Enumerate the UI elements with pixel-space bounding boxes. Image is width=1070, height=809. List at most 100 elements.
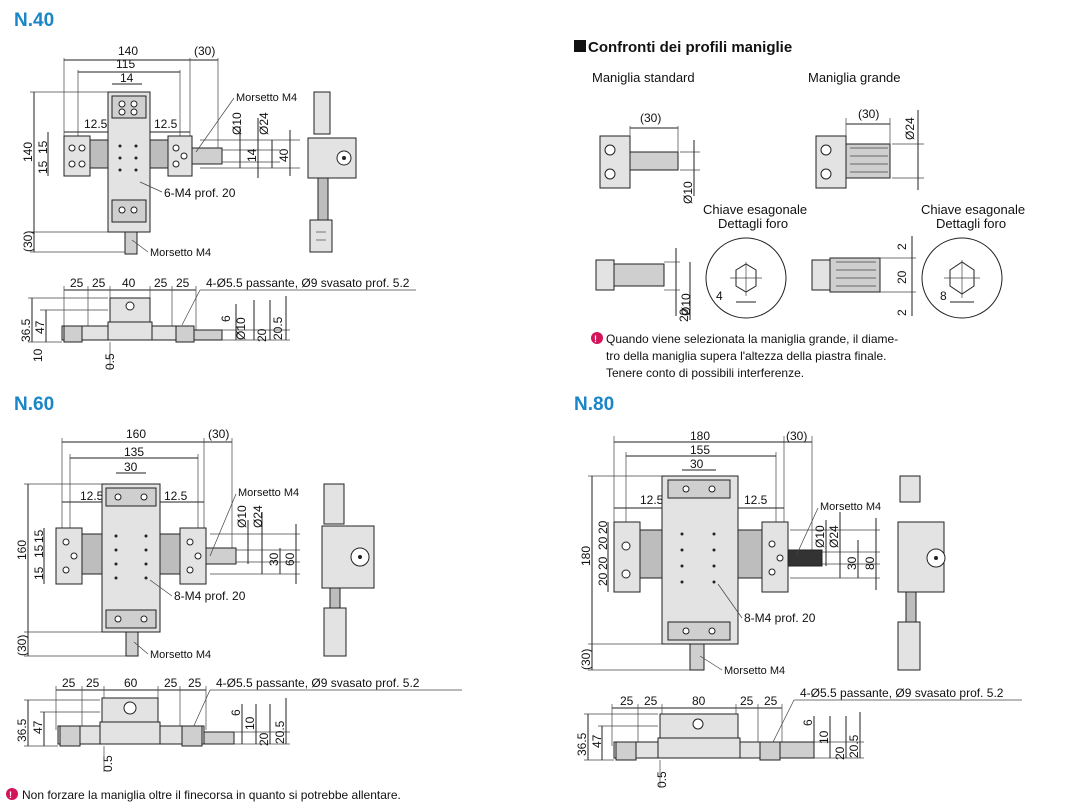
n60-dim-15a: 15 <box>32 566 46 580</box>
n60-front-20-5: 20.5 <box>273 720 287 744</box>
n60-dim-30-vert: (30) <box>15 635 29 656</box>
n40-dim-115: 115 <box>116 57 135 71</box>
n60-dim-30v: 30 <box>267 552 281 566</box>
std-dim-30: (30) <box>640 111 661 125</box>
n80-front-25c: 25 <box>740 694 754 708</box>
n80-front-10: 10 <box>817 730 831 744</box>
n40-front-20: 20 <box>255 328 269 342</box>
n80-dim-20c: 20 <box>596 536 610 550</box>
n60-dim-135: 135 <box>124 445 144 459</box>
n40-front-6: 6 <box>219 315 233 322</box>
n80-dim-12-5-left: 12.5 <box>640 493 664 507</box>
n60-front-25b: 25 <box>86 676 100 690</box>
n80-front-25b: 25 <box>644 694 658 708</box>
n80-dim-30b: 30 <box>690 457 704 471</box>
grd-end-2b: 2 <box>895 309 909 316</box>
n40-dim-phi10: Ø10 <box>230 112 244 135</box>
footer-note: Non forzare la maniglia oltre il finecor… <box>22 788 401 802</box>
grd-end-20: 20 <box>895 270 909 284</box>
n60-dim-160-vert: 160 <box>15 540 29 560</box>
n80-front-20: 20 <box>833 746 847 760</box>
n80-dim-phi10: Ø10 <box>813 525 827 548</box>
n60-dim-phi10: Ø10 <box>235 505 249 528</box>
n60-front-47: 47 <box>31 720 45 734</box>
n40-front-25d: 25 <box>176 276 190 290</box>
n40-dim-phi24: Ø24 <box>257 112 271 135</box>
n40-front-20-5: 20.5 <box>271 316 285 340</box>
n60-front-20: 20 <box>257 732 271 746</box>
std-end-20: 20 <box>677 308 691 322</box>
warning-line-1: Quando viene selezionata la maniglia gra… <box>606 332 898 346</box>
n80-dim-180: 180 <box>690 429 710 443</box>
standard-handle-label: Maniglia standard <box>592 70 695 85</box>
n80-morsetto-top: Morsetto M4 <box>820 501 881 513</box>
n80-front-holes: 4-Ø5.5 passante, Ø9 svasato prof. 5.2 <box>800 686 1004 700</box>
n60-dim-30: (30) <box>208 427 229 441</box>
n80-front-80: 80 <box>692 694 706 708</box>
n40-dim-15b: 15 <box>36 140 50 154</box>
warning-line-3: Tenere conto di possibili interferenze. <box>606 366 804 380</box>
n80-dim-20b: 20 <box>596 556 610 570</box>
n40-front-36-5: 36.5 <box>19 318 33 342</box>
warning-line-2: tro della maniglia supera l'altezza dell… <box>606 349 886 363</box>
grd-dim-phi24: Ø24 <box>903 117 917 140</box>
n40-dim-40: 40 <box>277 148 291 162</box>
section-title-n80: N.80 <box>574 394 614 415</box>
n80-dim-30: (30) <box>786 429 807 443</box>
n40-front-10: 10 <box>31 348 45 362</box>
section-title-n60: N.60 <box>14 394 54 415</box>
footer-warning-icon <box>6 788 18 800</box>
n40-dim-14-vert: 14 <box>245 148 259 162</box>
n60-front-60: 60 <box>124 676 138 690</box>
n60-front-view: 25 25 60 25 25 4-Ø5.5 passante, Ø9 svasa… <box>15 676 462 772</box>
n80-dim-phi24: Ø24 <box>827 525 841 548</box>
section-title-n40: N.40 <box>14 10 54 31</box>
n40-dim-12-5-right: 12.5 <box>154 117 178 131</box>
svg-text:!: ! <box>594 334 597 344</box>
n60-front-6: 6 <box>229 709 243 716</box>
n80-dim-180-vert: 180 <box>579 546 593 566</box>
n60-top-view: 160 (30) 135 30 12.5 12.5 Ø1 <box>15 427 375 661</box>
n80-holes-label: 8-M4 prof. 20 <box>744 611 816 625</box>
n60-front-10: 10 <box>243 716 257 730</box>
n60-front-25a: 25 <box>62 676 76 690</box>
hex1-dim-4: 4 <box>716 289 723 303</box>
n60-morsetto-top: Morsetto M4 <box>238 487 299 499</box>
n40-front-25c: 25 <box>154 276 168 290</box>
n40-front-47: 47 <box>33 320 47 334</box>
n40-holes-label: 6-M4 prof. 20 <box>164 186 236 200</box>
n80-front-25a: 25 <box>620 694 634 708</box>
n80-dim-12-5-right: 12.5 <box>744 493 768 507</box>
hex-key-label-2: Chiave esagonale <box>921 202 1025 217</box>
comparison-title: Confronti dei profili maniglie <box>588 39 792 56</box>
n80-dim-155: 155 <box>690 443 710 457</box>
square-bullet-icon <box>574 40 586 52</box>
n80-front-25d: 25 <box>764 694 778 708</box>
n60-dim-12-5-left: 12.5 <box>80 489 104 503</box>
n40-dim-14: 14 <box>120 71 134 85</box>
n60-dim-30b: 30 <box>124 460 138 474</box>
grd-end-2a: 2 <box>895 243 909 250</box>
n80-dim-30-vert: (30) <box>579 649 593 670</box>
n60-morsetto-bottom: Morsetto M4 <box>150 649 211 661</box>
n60-holes-label: 8-M4 prof. 20 <box>174 589 246 603</box>
n40-front-view: 25 25 40 25 25 4-Ø5.5 passante, Ø9 svasa… <box>19 276 416 370</box>
n40-dim-140: 140 <box>118 44 138 58</box>
handle-comparison: Confronti dei profili maniglie Maniglia … <box>574 39 1025 380</box>
n60-dim-160: 160 <box>126 427 146 441</box>
n40-front-40: 40 <box>122 276 136 290</box>
large-handle-label: Maniglia grande <box>808 70 901 85</box>
n40-front-25b: 25 <box>92 276 106 290</box>
n60-front-25d: 25 <box>188 676 202 690</box>
n80-dim-20a: 20 <box>596 572 610 586</box>
n40-morsetto-top: Morsetto M4 <box>236 92 297 104</box>
hex-key-label-1: Chiave esagonale <box>703 202 807 217</box>
n60-dim-15b: 15 <box>32 544 46 558</box>
n40-morsetto-bottom: Morsetto M4 <box>150 247 211 259</box>
n80-dim-80: 80 <box>863 556 877 570</box>
n40-top-view: 140 (30) 115 14 12.5 12.5 <box>21 44 357 259</box>
n40-dim-15a: 15 <box>36 160 50 174</box>
warning-icon <box>591 332 603 344</box>
grd-dim-30: (30) <box>858 107 879 121</box>
n80-morsetto-bottom: Morsetto M4 <box>724 665 785 677</box>
